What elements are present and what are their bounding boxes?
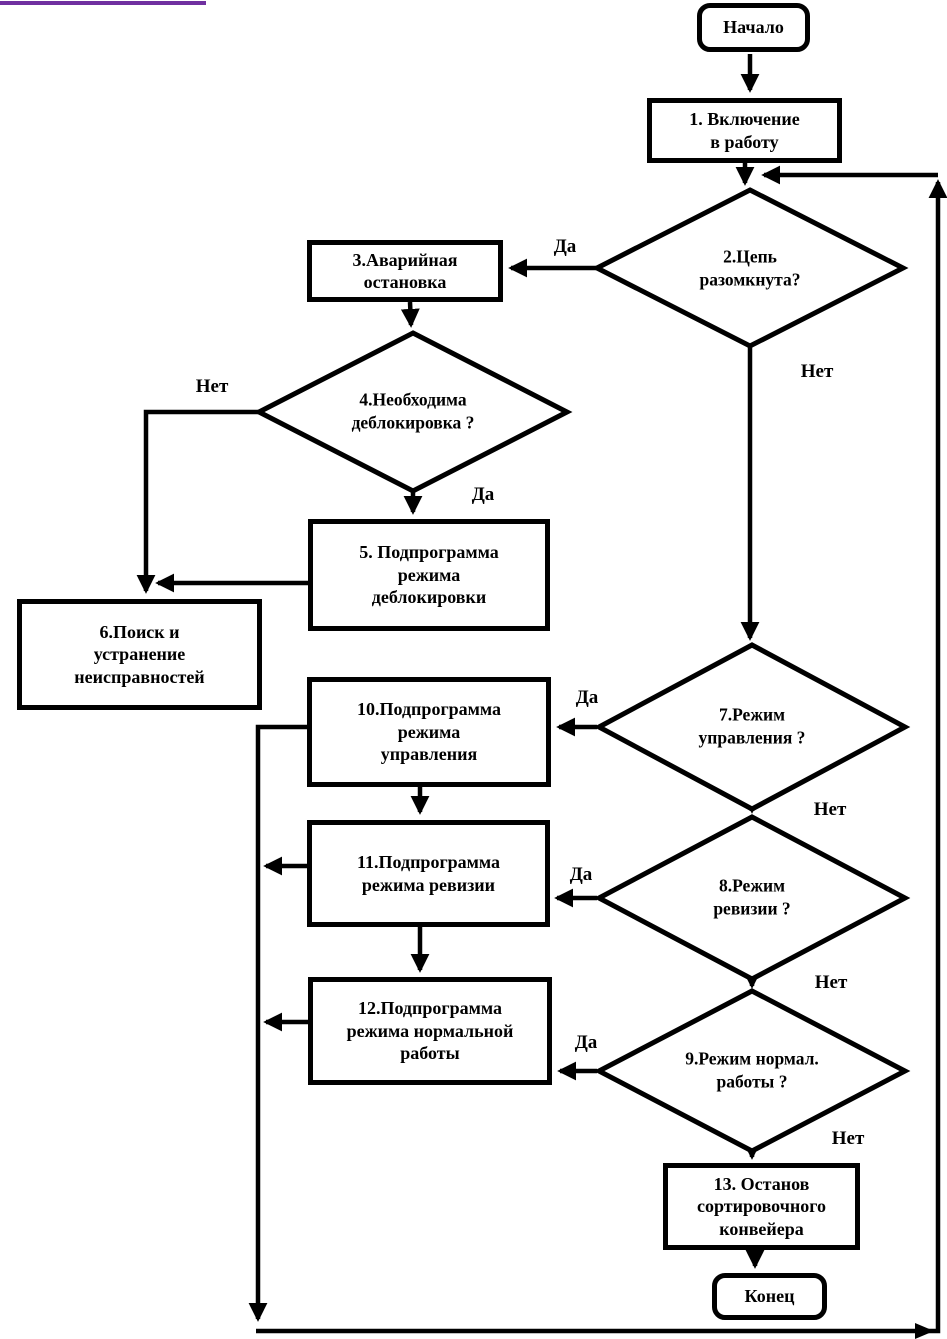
edge-collector-left-down: [248, 724, 307, 1322]
branch-label-d9-no: Нет: [831, 1128, 865, 1149]
decision-2-shape: [591, 187, 909, 349]
edge-4-no-to-6: [136, 409, 260, 594]
decision-9-label: 9.Режим нормал. работы ?: [685, 1048, 819, 1091]
branch-label-d8-yes: Да: [569, 864, 593, 885]
decision-7-shape: [593, 642, 911, 812]
branch-label-d2-no: Нет: [800, 361, 834, 382]
purple-accent-line: [0, 1, 206, 5]
branch-label-d2-yes: Да: [553, 236, 577, 257]
decision-2-label: 2.Цепь разомкнута?: [699, 246, 801, 289]
branch-label-d7-no: Нет: [813, 799, 847, 820]
edge-loop-bottom-right-up: [256, 179, 947, 1334]
decision-7-label: 7.Режим управления ?: [698, 704, 806, 747]
node-start-terminal: Начало: [697, 3, 810, 52]
node-13-process: 13. Останов сортировочного конвейера: [663, 1163, 860, 1250]
decision-9-shape: [593, 988, 911, 1154]
decision-4-label: 4.Необходима деблокировка ?: [351, 389, 475, 432]
decision-8-label: 8.Режим ревизии ?: [713, 875, 791, 918]
edge-3-to-4: [400, 301, 420, 328]
branch-label-d4-no: Нет: [195, 376, 229, 397]
branch-label-d7-yes: Да: [575, 687, 599, 708]
node-1-process: 1. Включение в работу: [647, 98, 842, 163]
node-12-process: 12.Подпрограмма режима нормальной работы: [308, 977, 552, 1085]
bottom-right-corner-arrow: [915, 1323, 934, 1339]
branch-label-d8-no: Нет: [814, 972, 848, 993]
node-6-process: 6.Поиск и устранение неисправностей: [17, 599, 262, 710]
node-10-process: 10.Подпрограмма режима управления: [307, 677, 551, 787]
decision-4-shape: [253, 330, 573, 494]
node-5-process: 5. Подпрограмма режима деблокировки: [308, 519, 550, 631]
node-3-process: 3.Аварийная остановка: [307, 240, 503, 302]
node-end-terminal: Конец: [712, 1273, 827, 1320]
branch-label-d9-yes: Да: [574, 1032, 598, 1053]
decision-8-shape: [593, 814, 911, 982]
node-11-process: 11.Подпрограмма режима ревизии: [307, 820, 550, 927]
branch-label-d4-yes: Да: [471, 484, 495, 505]
